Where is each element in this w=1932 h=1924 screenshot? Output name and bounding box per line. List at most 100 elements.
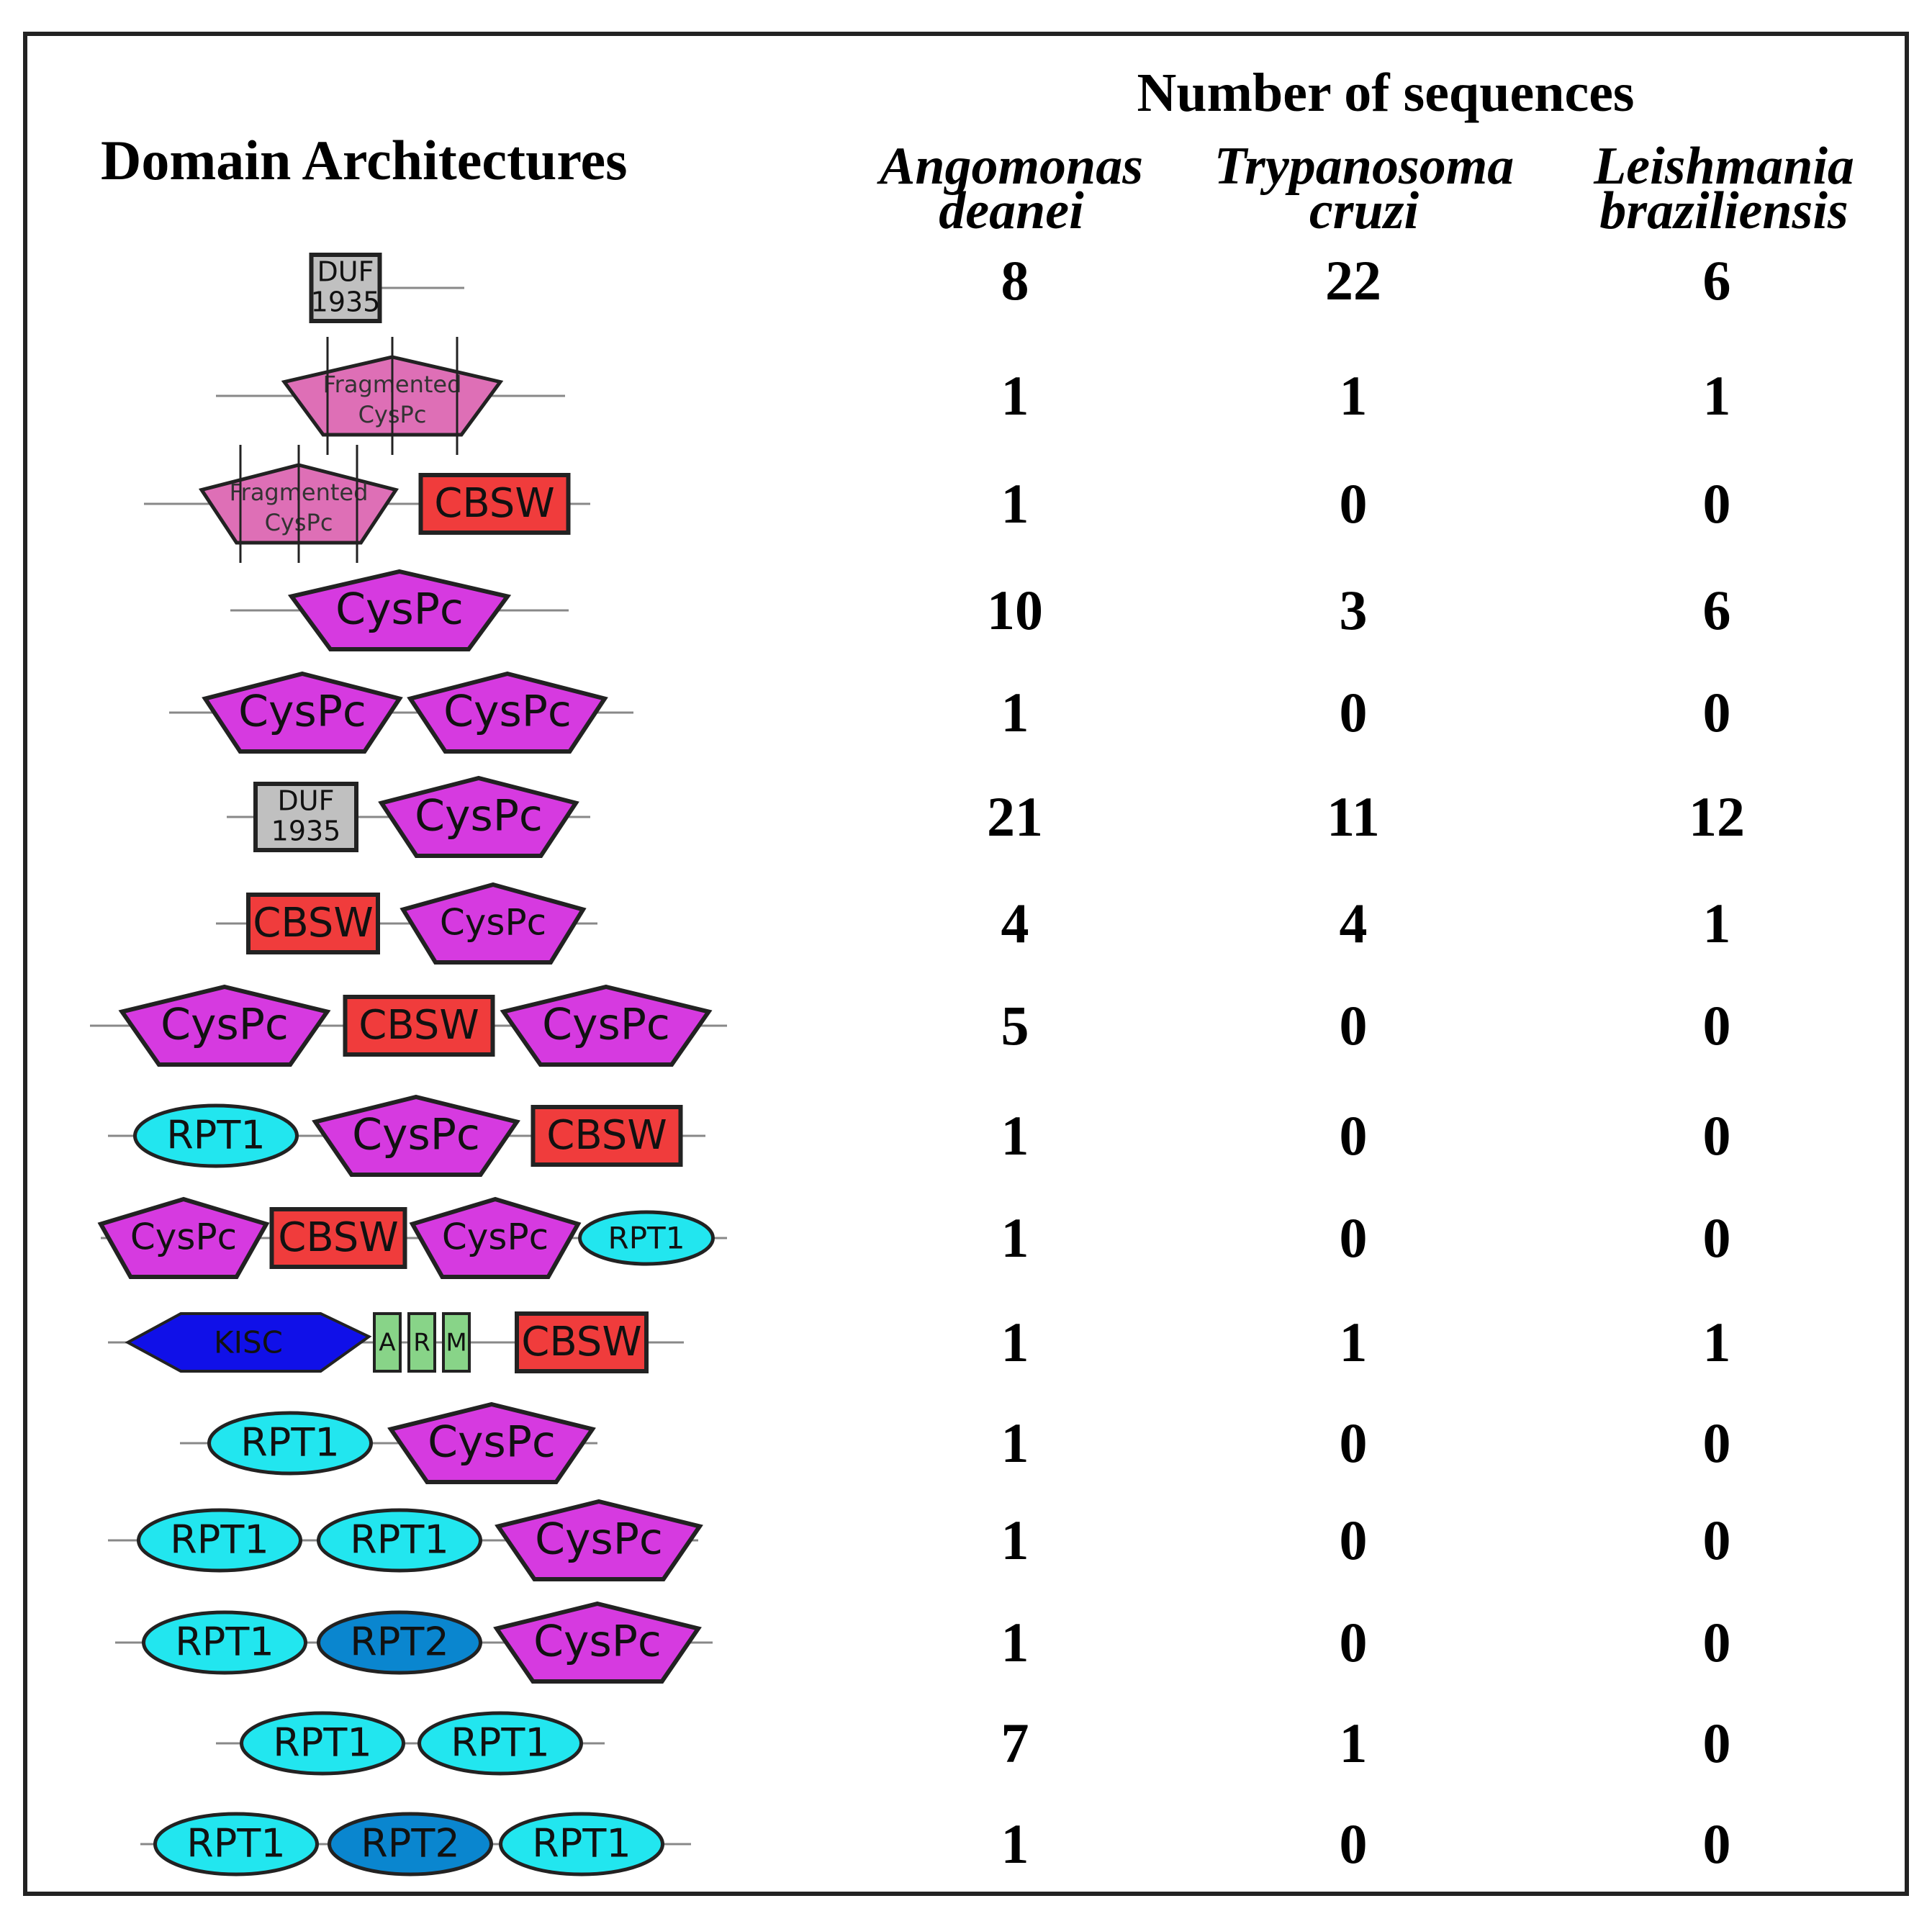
cyspc-domain bbox=[400, 882, 587, 965]
domain-label: RPT1 bbox=[608, 1221, 685, 1256]
sequence-count-cell: 0 bbox=[1702, 1812, 1731, 1875]
rpt1-domain bbox=[240, 1711, 405, 1776]
cbsw-domain bbox=[515, 1311, 649, 1373]
sequence-count-cell: 0 bbox=[1339, 472, 1368, 535]
domain-label: RPT1 bbox=[350, 1517, 448, 1563]
sequence-count-cell: 0 bbox=[1702, 1509, 1731, 1571]
sequence-count-cell: 0 bbox=[1702, 1712, 1731, 1774]
sequence-count-cell: 0 bbox=[1702, 1206, 1731, 1269]
domain-label: RPT2 bbox=[361, 1821, 459, 1866]
cyspc-domain bbox=[312, 1094, 520, 1177]
domain-label: CBSW bbox=[358, 1002, 479, 1049]
domain-label: DUF bbox=[278, 785, 335, 817]
cyspc-domain bbox=[409, 1196, 582, 1279]
architecture-row: CysPc bbox=[230, 569, 569, 651]
domain-label: CysPc bbox=[428, 1417, 556, 1468]
domain-label: CysPc bbox=[161, 1000, 289, 1050]
rpt1-domain bbox=[137, 1508, 302, 1573]
cyspc-domain bbox=[500, 984, 713, 1067]
sequence-count-cell: 5 bbox=[1001, 994, 1029, 1057]
domain-label: CysPc bbox=[542, 1000, 670, 1050]
sequence-count-cell: 0 bbox=[1339, 1611, 1368, 1674]
domain-label: RPT1 bbox=[166, 1113, 265, 1158]
sequence-count-cell: 0 bbox=[1339, 1412, 1368, 1474]
sequence-count-cell: 4 bbox=[1339, 892, 1368, 954]
species-header-leishmania: Leishmania braziliensis bbox=[1573, 140, 1875, 240]
cyspc-domain bbox=[97, 1196, 270, 1279]
cyspc-domain bbox=[118, 984, 331, 1067]
domain-architectures-heading: Domain Architectures bbox=[101, 129, 628, 191]
architecture-row: RPT1 RPT2 RPT1 bbox=[140, 1812, 691, 1876]
sequence-count-cell: 6 bbox=[1702, 579, 1731, 641]
cyspc-domain bbox=[287, 569, 512, 651]
rpt1-domain bbox=[578, 1210, 715, 1266]
cyspc-domain bbox=[495, 1499, 703, 1581]
sequence-count-cell: 1 bbox=[1001, 1206, 1029, 1269]
species-genus: Angomonas bbox=[879, 137, 1144, 196]
cbsw-domain bbox=[531, 1105, 683, 1167]
rpt1-domain bbox=[153, 1812, 319, 1876]
domain-label: CysPc bbox=[533, 1617, 662, 1667]
sequence-count-cell: 8 bbox=[1001, 249, 1029, 312]
rpt1-domain bbox=[133, 1103, 299, 1168]
cbsw-domain bbox=[269, 1207, 407, 1269]
domain-label: A bbox=[379, 1329, 395, 1358]
domain-label: CBSW bbox=[253, 900, 373, 947]
sequence-count-cell: 1 bbox=[1001, 1509, 1029, 1571]
sequence-count-cell: 21 bbox=[987, 785, 1043, 848]
architecture-row: CysPc CBSW CysPc bbox=[90, 984, 727, 1067]
sequence-count-cell: 0 bbox=[1702, 1611, 1731, 1674]
rpt1-domain bbox=[417, 1711, 583, 1776]
rpt2-domain bbox=[317, 1610, 482, 1675]
arm-domain bbox=[442, 1312, 471, 1373]
sequence-count-cell: 1 bbox=[1001, 1812, 1029, 1875]
kisc-domain bbox=[125, 1312, 372, 1373]
sequence-count-cell: 10 bbox=[987, 579, 1043, 641]
duf1935-domain bbox=[309, 253, 382, 323]
sequence-count-cell: 11 bbox=[1327, 785, 1380, 848]
domain-label: CBSW bbox=[546, 1112, 667, 1159]
domain-label: RPT1 bbox=[186, 1821, 285, 1866]
arm-domain bbox=[407, 1312, 436, 1373]
sequence-count-cell: 22 bbox=[1325, 249, 1381, 312]
sequence-count-cell: 1 bbox=[1702, 892, 1731, 954]
species-header-trypanosoma: Trypanosoma cruzi bbox=[1199, 140, 1530, 238]
domain-label: CysPc bbox=[352, 1110, 480, 1160]
sequence-count-cell: 0 bbox=[1702, 1412, 1731, 1474]
sequence-count-cell: 1 bbox=[1702, 1311, 1731, 1373]
domain-label: RPT1 bbox=[532, 1821, 631, 1866]
species-epithet: deanei bbox=[939, 181, 1084, 240]
sequence-count-cell: 0 bbox=[1702, 681, 1731, 744]
domain-label: CBSW bbox=[278, 1214, 398, 1261]
sequence-count-cell: 1 bbox=[1339, 1311, 1368, 1373]
sequence-count-cell: 0 bbox=[1339, 994, 1368, 1057]
sequence-count-cell: 0 bbox=[1339, 1206, 1368, 1269]
cbsw-domain bbox=[418, 473, 571, 535]
sequence-count-cell: 3 bbox=[1339, 579, 1368, 641]
sequence-count-cell: 7 bbox=[1001, 1712, 1029, 1774]
architecture-row: RPT1 CysPc bbox=[180, 1401, 597, 1484]
domain-label: 1935 bbox=[311, 286, 381, 318]
species-epithet: braziliensis bbox=[1599, 181, 1849, 240]
architecture-row: RPT1 CysPc CBSW bbox=[108, 1094, 705, 1177]
sequence-count-cell: 0 bbox=[1702, 1104, 1731, 1167]
domain-label: CBSW bbox=[521, 1319, 641, 1365]
domain-label: CysPc bbox=[130, 1216, 237, 1258]
domain-label: RPT1 bbox=[273, 1720, 371, 1766]
sequence-count-cell: 0 bbox=[1339, 681, 1368, 744]
sequence-count-cell: 1 bbox=[1001, 1104, 1029, 1167]
domain-label: KISC bbox=[214, 1325, 283, 1360]
domain-label: RPT1 bbox=[451, 1720, 549, 1766]
rpt1-domain bbox=[142, 1610, 307, 1675]
domain-label: M bbox=[446, 1329, 466, 1358]
domain-label: RPT1 bbox=[240, 1420, 339, 1465]
sequence-count-cell: 0 bbox=[1339, 1812, 1368, 1875]
domain-label: DUF bbox=[317, 256, 374, 288]
domain-label: RPT1 bbox=[170, 1517, 268, 1563]
rpt2-domain bbox=[328, 1812, 493, 1876]
